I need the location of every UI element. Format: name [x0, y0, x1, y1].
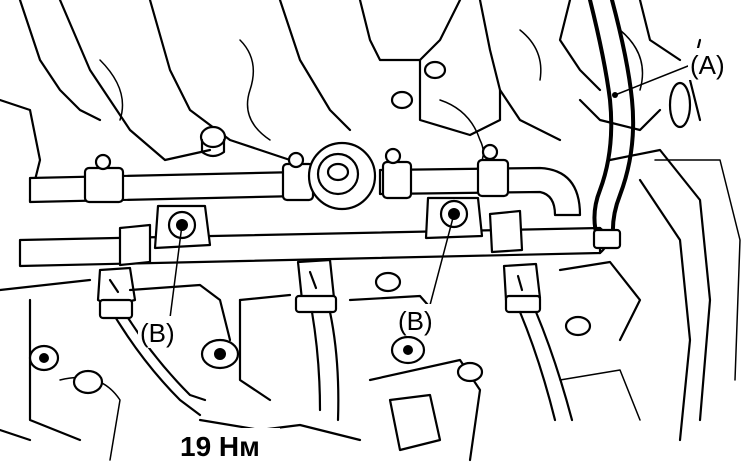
- cylinder-head: [0, 148, 741, 462]
- fuel-hose: [588, 0, 636, 250]
- leader-lines: [169, 65, 689, 319]
- label-b-right-bg: [396, 304, 454, 336]
- intake-manifold: [0, 0, 702, 202]
- label-a-bg: [688, 48, 738, 80]
- label-b-left-bg: [138, 316, 196, 348]
- fuel-rail: [28, 141, 582, 217]
- injectors: [96, 258, 574, 422]
- label-b-right: (B): [398, 306, 433, 336]
- torque-label-bg: [176, 428, 280, 462]
- label-a: (A): [690, 50, 725, 80]
- label-b-left: (B): [140, 318, 175, 348]
- torque-label: 19 Нм: [180, 431, 260, 462]
- delivery-pipe: [18, 196, 609, 268]
